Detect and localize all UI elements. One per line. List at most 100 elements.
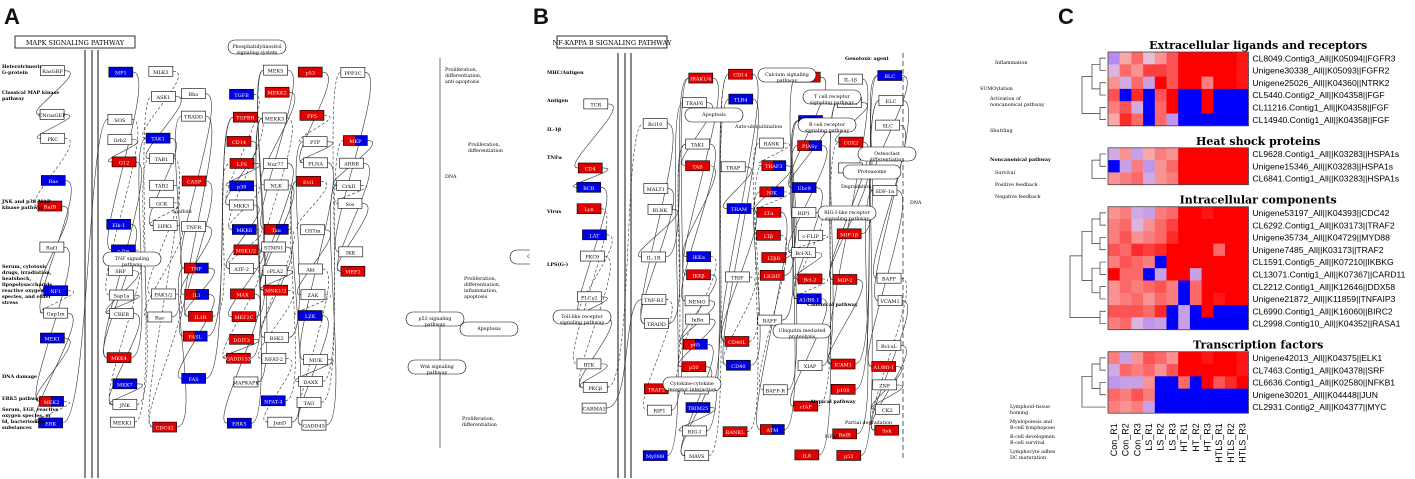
svg-text:signaling pathway: signaling pathway (560, 320, 605, 326)
nfkb-pathway-diagram: NF-KAPPA B SIGNALING PATHWAY TCRCD4BCRLy… (546, 35, 1055, 478)
heatmap-cell (1154, 172, 1167, 185)
svg-text:pathway: pathway (427, 370, 448, 376)
heatmap-cell (1213, 280, 1226, 294)
svg-text:MEF2: MEF2 (345, 270, 360, 276)
gene-node: Syk (874, 424, 900, 436)
pathway-label-bold: Canonical pathway (807, 302, 858, 308)
svg-text:Rac: Rac (155, 315, 165, 321)
heatmap-cell (1143, 147, 1156, 161)
svg-text:CD14: CD14 (733, 73, 747, 79)
heatmap-cell (1213, 52, 1226, 65)
pathway-edge (679, 274, 717, 345)
gene-node: PIASy (797, 140, 822, 151)
pathway-edge (722, 276, 756, 366)
heatmap-row: CL9628.Contig1_All||K03283||HSPA1s (1108, 147, 1399, 161)
heatmap-cell (1119, 88, 1132, 102)
pathway-label-mol: Shuttling (990, 128, 1013, 134)
svg-text:cIAP: cIAP (800, 405, 812, 411)
pathway-edge (109, 383, 143, 405)
svg-text:IL-1β: IL-1β (547, 127, 561, 133)
heatmap-cell (1236, 280, 1249, 294)
heatmap-cell (1213, 206, 1226, 220)
gene-node: BLC (877, 70, 903, 81)
gene-node: Gap1m (43, 307, 68, 319)
pathway-edge (297, 229, 331, 296)
svg-text:DNA damage: DNA damage (2, 374, 37, 380)
pathway-edge (337, 203, 369, 272)
heatmap-cell (1119, 64, 1132, 77)
svg-text:MP1: MP1 (115, 71, 127, 77)
heatmap-column-label: HT_R2 (1191, 423, 1201, 452)
gene-node: CD4 (577, 162, 603, 174)
heatmap-cell (1166, 147, 1179, 161)
heatmap-row: CL8049.Contig3_All||K05094||FGFR3 (1108, 52, 1396, 65)
heatmap-group: Extracellular ligands and receptorsCL804… (1081, 39, 1396, 127)
heatmap-cell (1108, 280, 1120, 294)
heatmap-cell (1131, 388, 1144, 402)
pathway-edge (579, 317, 612, 388)
heatmap-cell (1178, 64, 1191, 77)
heatmap-cell (1131, 364, 1144, 377)
heatmap-cell (1189, 88, 1202, 102)
heatmap-row: CL5440.Contig2_All||K04358||FGF (1108, 88, 1385, 102)
gene-node: RasGRF (40, 65, 65, 76)
gene-node: NEMO (684, 295, 710, 307)
heatmap-cell (1189, 255, 1202, 269)
gene-node: cIAP (793, 400, 819, 412)
heatmap-cell (1154, 388, 1167, 402)
gene-node: TRIF (725, 271, 750, 283)
heatmap-cell (1225, 317, 1237, 330)
svg-text:Myelopoiesis and: Myelopoiesis and (1010, 419, 1052, 425)
heatmap-cell (1166, 113, 1179, 127)
svg-text:CD40L: CD40L (728, 340, 746, 346)
gene-node: CD40 (726, 359, 751, 371)
gene-node: p65 (683, 338, 708, 350)
gene-node: TAO (296, 397, 322, 408)
svg-text:DNA: DNA (910, 200, 922, 206)
heatmap-cell (1178, 268, 1191, 281)
heatmap-dendrogram (1091, 153, 1106, 179)
heatmap-cell (1119, 280, 1132, 294)
heatmap-cell (1154, 292, 1167, 306)
heatmap-cell (1143, 292, 1156, 306)
pathway-edge (259, 117, 293, 271)
heatmap-cell (1189, 219, 1202, 232)
gene-node: SOS (107, 114, 133, 125)
svg-text:p65: p65 (691, 343, 701, 349)
pathway-label-side: LPS(G-) (547, 261, 568, 268)
gene-node: CARMA1 (581, 402, 607, 414)
heatmap-cell (1131, 206, 1144, 220)
svg-text:c-fos: c-fos (117, 248, 129, 254)
pathway-edge (136, 158, 150, 405)
svg-text:PP5: PP5 (307, 114, 317, 120)
heatmap-cell (1236, 292, 1249, 306)
pathway-edge (682, 165, 716, 257)
svg-text:PPP3C: PPP3C (344, 71, 361, 77)
heatmap-column-label: LS_R3 (1167, 423, 1177, 451)
heatmap-cell (1131, 280, 1144, 294)
pathway-edge (671, 77, 689, 411)
svg-text:fd, bacteriocidal: fd, bacteriocidal (2, 419, 46, 425)
gene-node: GADD45 (301, 419, 327, 431)
gene-node: FAS (181, 373, 206, 384)
heatmap-cell (1178, 206, 1191, 220)
pathway-edge (722, 98, 759, 366)
heatmap-cell (1108, 64, 1120, 77)
gene-node: p38 (229, 180, 254, 192)
heatmap-dendrogram (1069, 212, 1106, 324)
heatmap-cell (1178, 113, 1191, 127)
heatmap-cell (1225, 147, 1237, 161)
svg-text:SUMOylation: SUMOylation (980, 86, 1013, 92)
pathway-label-out: Inflammation (995, 60, 1027, 66)
heatmap-cell (1213, 400, 1226, 414)
svg-text:Gap1m: Gap1m (47, 312, 65, 318)
pathway-label-out: Proliferation,differentiation,inflammati… (464, 276, 501, 300)
heatmap-row: Unigene25026_All||K04360||NTRK2 (1108, 76, 1390, 90)
heatmap-cell (1108, 305, 1120, 318)
svg-text:ASK1: ASK1 (156, 95, 171, 101)
heatmap-cell (1108, 172, 1120, 185)
gene-node: LPS (229, 158, 255, 169)
svg-text:TNF: TNF (191, 267, 203, 273)
heatmap-cell (1201, 351, 1214, 365)
heatmap-cell (1143, 64, 1156, 77)
